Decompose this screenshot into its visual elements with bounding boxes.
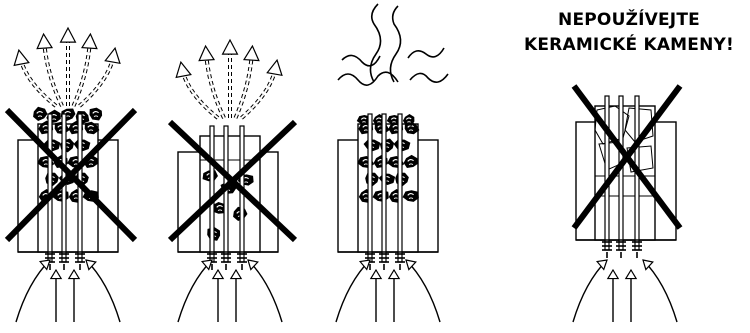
heating-rod: [602, 95, 612, 258]
dashed-arrow-icon: [204, 51, 226, 119]
airflow-in-arrows: [335, 259, 441, 323]
panel-ceramic-stones: [571, 84, 683, 323]
arrow-up-icon: [85, 259, 121, 323]
dashed-arrow-icon: [71, 39, 92, 107]
heating-rod: [379, 113, 389, 270]
ceramic-stones-warning: NEPOUŽÍVEJTE KERAMICKÉ KAMENY!: [508, 8, 750, 58]
dashed-arrow-icon: [42, 39, 64, 107]
arrow-up-icon: [15, 259, 51, 323]
heating-rod: [616, 95, 626, 258]
heat-waves: [337, 3, 449, 86]
x-mark-icon: [4, 107, 138, 243]
heat-wave-icon: [407, 47, 445, 59]
x-mark-icon: [167, 119, 298, 243]
heating-rod: [395, 113, 405, 270]
heating-rod: [221, 125, 231, 270]
dashed-arrow-icon: [233, 51, 254, 119]
x-mark-icon: [571, 84, 683, 230]
heat-wave-icon: [369, 3, 382, 83]
airflow-in-arrows: [15, 259, 121, 323]
heating-rod: [45, 113, 55, 270]
arrow-up-icon: [405, 259, 441, 323]
airflow-out-arrows: [175, 38, 283, 120]
warning-line-2: KERAMICKÉ KAMENY!: [523, 35, 734, 55]
panel-correct-stones: [335, 3, 449, 323]
airflow-out-arrows: [13, 26, 121, 108]
arrow-up-icon: [177, 259, 213, 323]
airflow-in-arrows: [572, 259, 678, 323]
arrow-up-icon: [572, 259, 608, 323]
panel-overfilled-stones: [4, 26, 138, 323]
panel-loose-stones: [167, 38, 298, 323]
heat-wave-icon: [389, 5, 402, 83]
arrow-up-icon: [642, 259, 678, 323]
arrow-up-icon: [247, 259, 283, 323]
airflow-in-arrows: [177, 259, 283, 323]
warning-line-1: NEPOUŽÍVEJTE: [558, 10, 700, 30]
arrow-up-icon: [335, 259, 371, 323]
heat-wave-icon: [337, 71, 399, 86]
heat-wave-icon: [409, 72, 449, 83]
heat-wave-icon: [341, 54, 381, 67]
